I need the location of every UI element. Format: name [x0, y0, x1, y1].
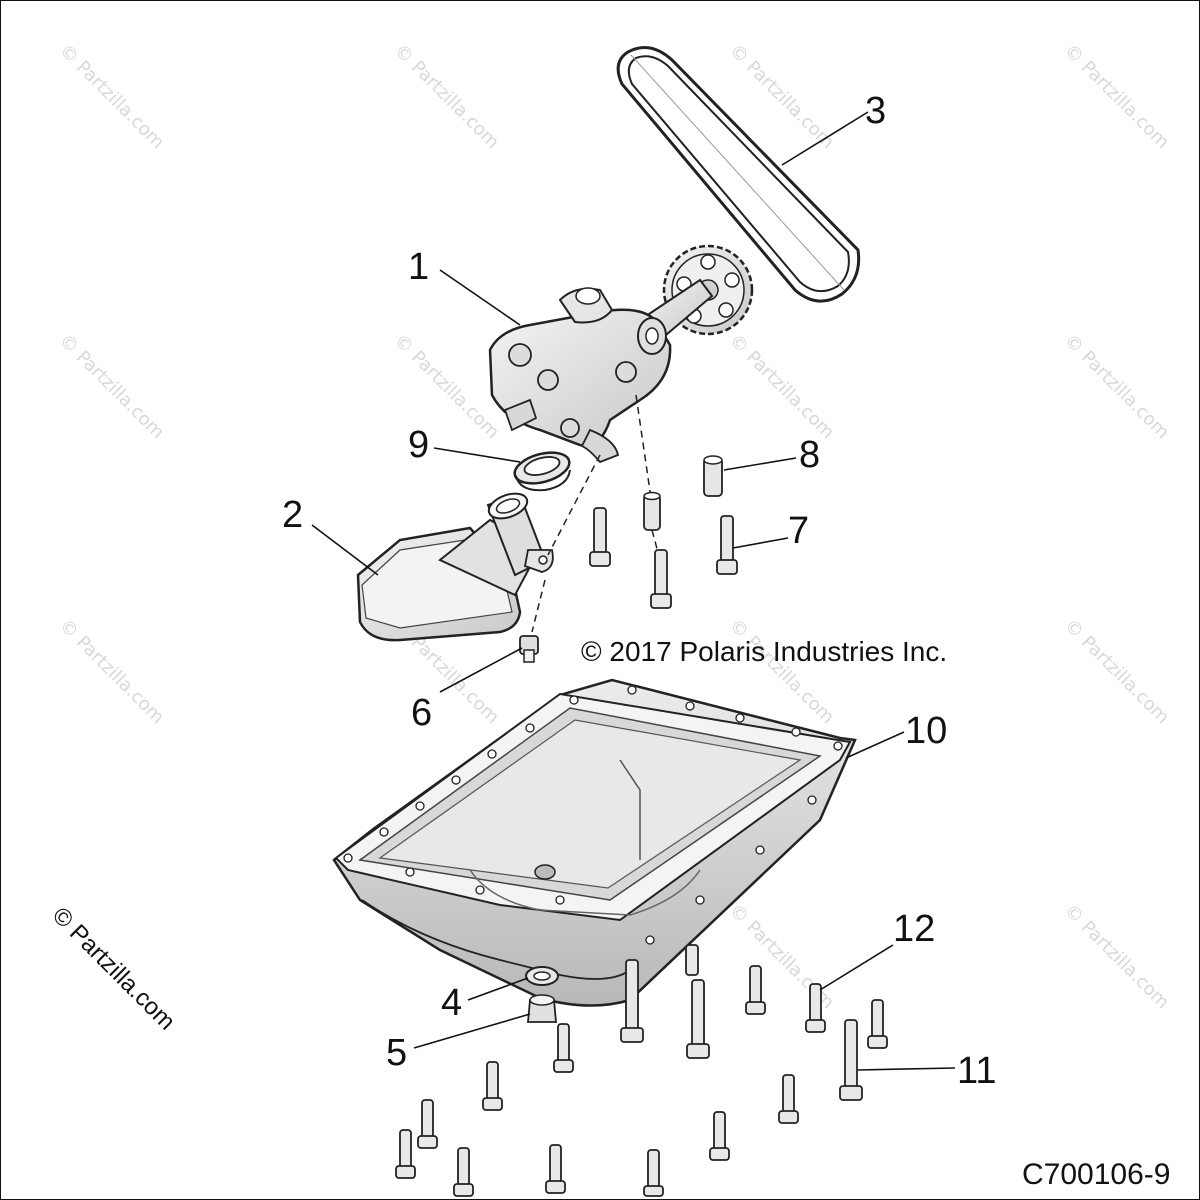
- drive-belt: [616, 46, 861, 303]
- dowel-pin-8: [643, 455, 723, 531]
- callout-4: 4: [441, 982, 463, 1024]
- seal-ring: [513, 451, 571, 492]
- callout-3: 3: [865, 90, 887, 132]
- callout-9: 9: [408, 424, 430, 466]
- callout-12: 12: [893, 908, 936, 950]
- drain-plug-5: [527, 994, 557, 1023]
- copyright-notice: © 2017 Polaris Industries Inc.: [581, 636, 948, 667]
- drain-washer-4: [525, 966, 559, 986]
- callout-2: 2: [282, 494, 304, 536]
- callout-7: 7: [788, 510, 810, 552]
- callout-5: 5: [386, 1032, 408, 1074]
- drawing-code: C700106-9: [1022, 1158, 1171, 1191]
- callout-8: 8: [799, 434, 821, 476]
- callout-11: 11: [957, 1050, 997, 1092]
- pan-bolts: [395, 944, 888, 1197]
- oil-pump-assembly: [488, 244, 754, 464]
- callout-6: 6: [411, 692, 433, 734]
- oil-strainer: [356, 492, 554, 642]
- callout-10: 10: [905, 710, 948, 752]
- callout-1: 1: [408, 246, 430, 288]
- leader-lines: [311, 111, 956, 1071]
- oil-pan: [332, 678, 857, 1007]
- bolt-6: [519, 635, 539, 663]
- pump-bolts-7: [589, 507, 738, 609]
